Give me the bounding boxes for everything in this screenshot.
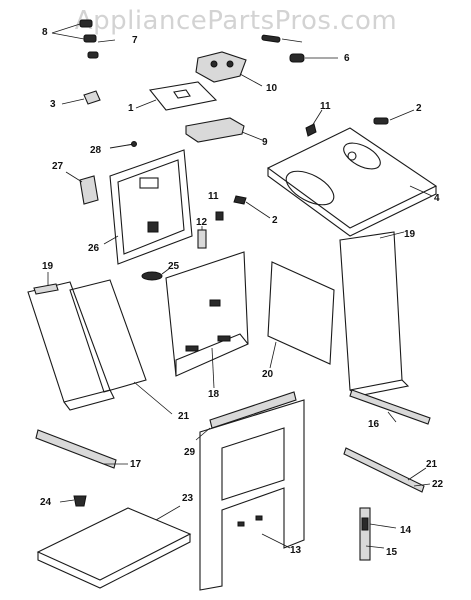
label-28: 28 <box>90 145 102 156</box>
label-27: 27 <box>52 161 64 172</box>
part-24-foot <box>59 495 87 507</box>
part-19-right-panel <box>339 231 410 397</box>
label-11-top: 11 <box>320 101 331 112</box>
label-6: 6 <box>344 53 350 64</box>
part-6-knob <box>289 53 338 63</box>
part-4-cooktop <box>266 127 438 237</box>
part-21-22-rail <box>343 447 431 493</box>
part-23-drawer <box>36 505 192 589</box>
part-26-side-panel <box>103 149 193 265</box>
label-18: 18 <box>208 389 220 400</box>
label-8: 8 <box>42 27 48 38</box>
label-7: 7 <box>132 35 138 46</box>
part-7-8-clips <box>51 19 116 59</box>
label-25: 25 <box>168 261 180 272</box>
part-2-top <box>373 109 415 125</box>
part-16-trim <box>349 389 431 425</box>
label-20: 20 <box>262 369 274 380</box>
label-2-mid: 2 <box>272 215 278 226</box>
part-13-front-frame <box>199 399 305 591</box>
part-2-middle <box>233 195 271 219</box>
label-10: 10 <box>266 83 278 94</box>
part-25-clip <box>141 267 171 281</box>
part-11-middle <box>215 211 224 221</box>
label-15: 15 <box>386 547 398 558</box>
part-28-screw <box>109 141 137 149</box>
label-9: 9 <box>262 137 268 148</box>
part-27-clip <box>65 171 99 205</box>
label-3: 3 <box>50 99 56 110</box>
label-1: 1 <box>128 103 134 114</box>
label-13: 13 <box>290 545 302 556</box>
label-26: 26 <box>88 243 100 254</box>
part-1-plate <box>135 81 218 111</box>
part-18-rear-panel <box>165 251 249 389</box>
label-21-left: 21 <box>178 411 190 422</box>
label-14: 14 <box>400 525 412 536</box>
part-10-bracket <box>195 34 303 87</box>
label-11-mid: 11 <box>208 191 219 202</box>
part-19-left-panel <box>27 272 115 411</box>
label-23: 23 <box>182 493 194 504</box>
label-19-right: 19 <box>404 229 416 240</box>
part-11-top <box>305 109 323 137</box>
label-4: 4 <box>434 193 440 204</box>
label-29: 29 <box>184 447 196 458</box>
label-24: 24 <box>40 497 52 508</box>
part-14-15-hinge <box>359 507 397 561</box>
label-21-right: 21 <box>426 459 438 470</box>
label-19-left: 19 <box>42 261 54 272</box>
label-12: 12 <box>196 217 208 228</box>
part-12-bracket <box>197 226 207 249</box>
part-3-clip <box>61 90 101 105</box>
part-20-panel <box>267 261 335 369</box>
label-17: 17 <box>130 459 142 470</box>
part-9-bracket <box>185 117 263 143</box>
label-16: 16 <box>368 419 380 430</box>
part-21-left-insulation <box>69 279 173 415</box>
label-22: 22 <box>432 479 444 490</box>
label-2-top: 2 <box>416 103 422 114</box>
part-17-trim <box>35 429 128 469</box>
